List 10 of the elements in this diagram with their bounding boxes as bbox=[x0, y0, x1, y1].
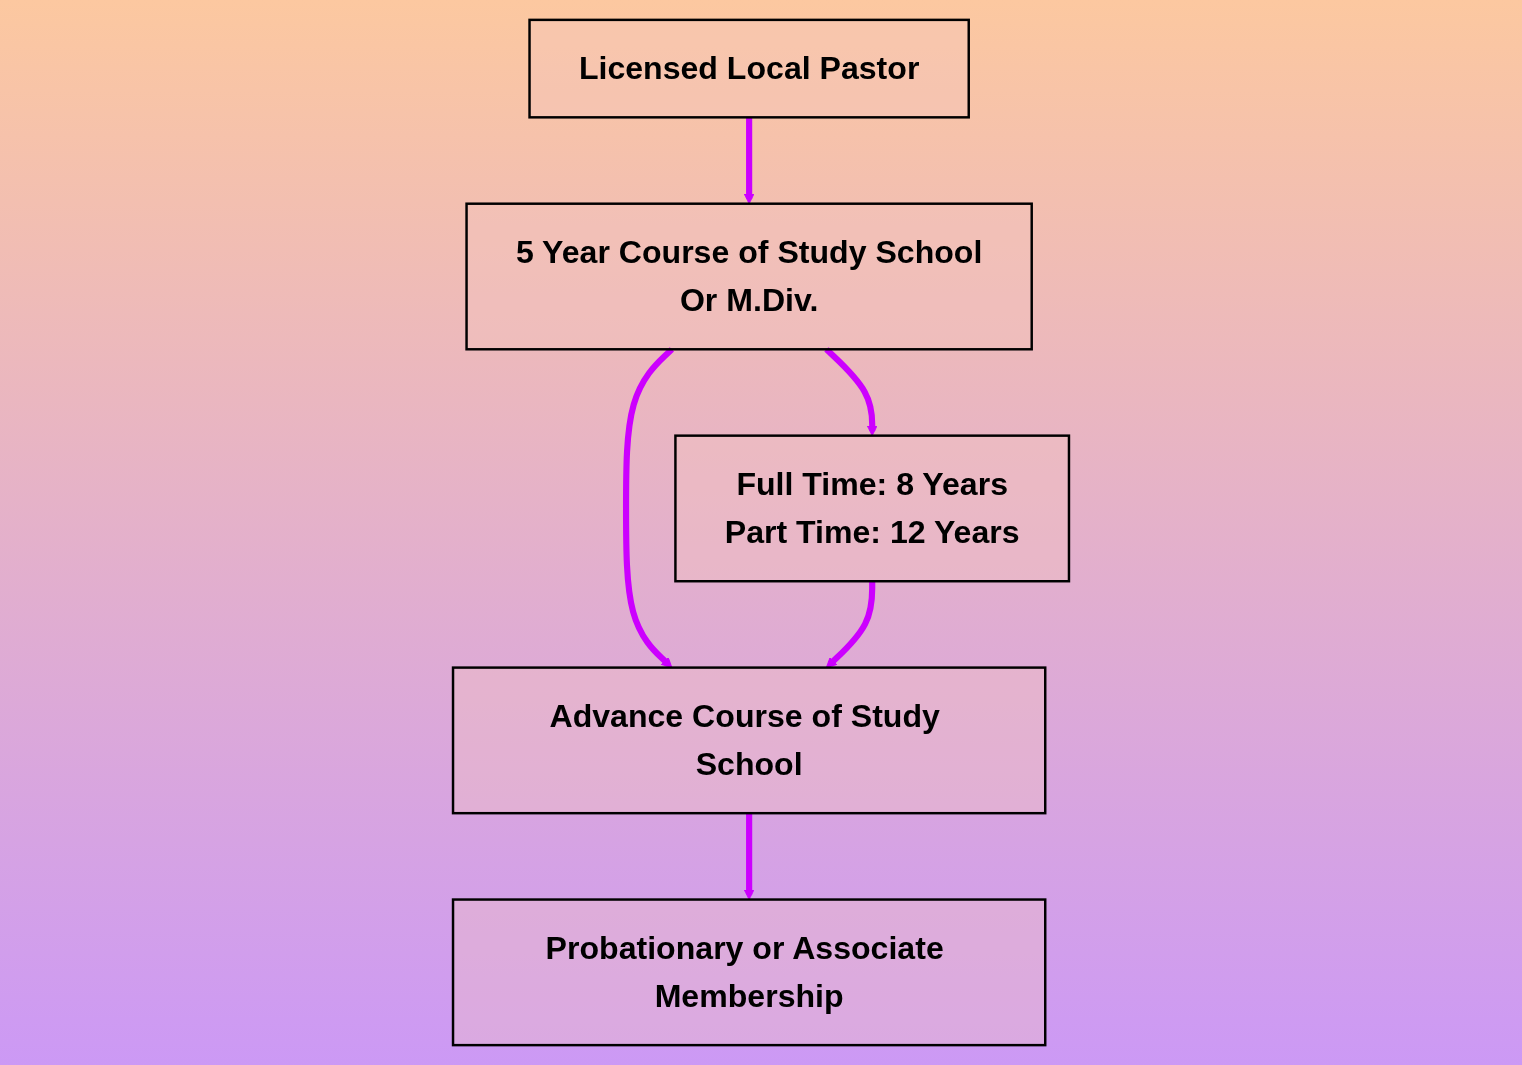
arrow bbox=[824, 347, 878, 437]
node-box: Full Time: 8 Years Part Time: 12 Years bbox=[674, 434, 1071, 583]
arrow bbox=[825, 581, 876, 669]
node-box: Licensed Local Pastor bbox=[528, 18, 970, 119]
arrow bbox=[623, 347, 674, 669]
node-box: Advance Course of Study School bbox=[451, 666, 1047, 815]
arrow bbox=[743, 117, 755, 205]
arrow bbox=[743, 813, 755, 901]
node-box: Probationary or Associate Membership bbox=[451, 898, 1047, 1047]
node-box: 5 Year Course of Study School Or M.Div. bbox=[465, 202, 1033, 351]
